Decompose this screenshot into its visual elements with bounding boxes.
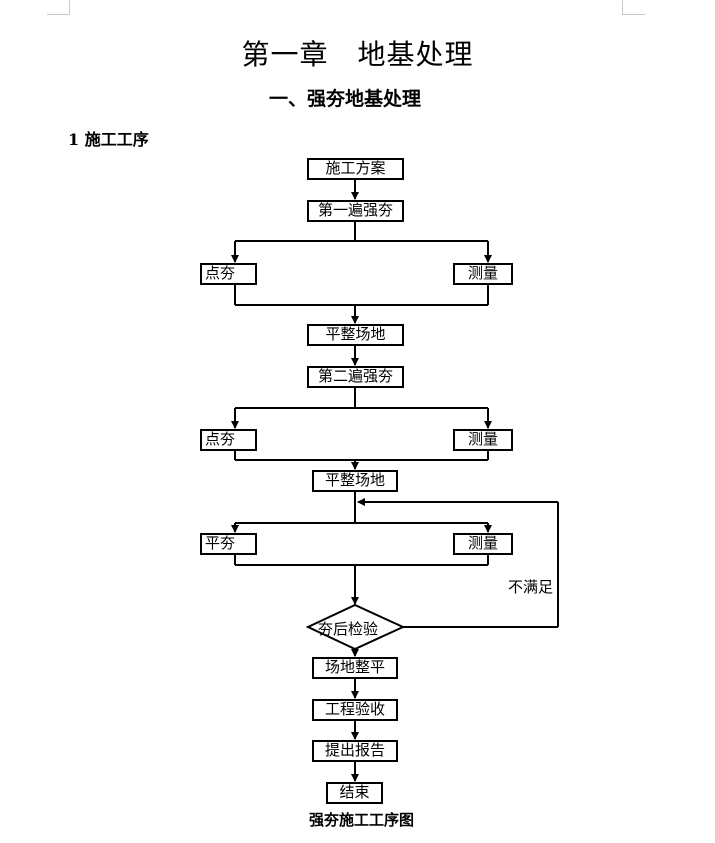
- subsection-heading: 1 施工工序: [68, 130, 149, 149]
- flow-step-first-compaction: 第一遍强夯: [307, 200, 404, 222]
- flow-step-flat-tamping: 平夯: [200, 533, 257, 555]
- flow-step-plan: 施工方案: [307, 158, 404, 180]
- figure-caption: 强夯施工工序图: [308, 811, 414, 829]
- page-corner-mark-left: [47, 0, 70, 15]
- page-corner-mark-right: [622, 0, 645, 15]
- loop-condition-label: 不满足: [508, 578, 554, 596]
- decision-diamond: [305, 603, 406, 651]
- flow-step-acceptance: 工程验收: [312, 699, 398, 721]
- flow-step-report: 提出报告: [312, 740, 398, 762]
- flow-step-level-site-1: 平整场地: [307, 324, 404, 346]
- flow-step-level-site-2: 平整场地: [312, 470, 398, 492]
- flow-step-survey-1: 测量: [453, 263, 513, 285]
- flow-step-point-tamping-2: 点夯: [200, 429, 257, 451]
- flow-step-survey-3: 测量: [453, 533, 513, 555]
- flow-step-point-tamping-1: 点夯: [200, 263, 257, 285]
- flow-step-survey-2: 测量: [453, 429, 513, 451]
- decision-label: 夯后检验: [318, 620, 379, 638]
- flow-step-end: 结束: [326, 782, 383, 804]
- flow-step-site-grading: 场地整平: [312, 657, 398, 679]
- flow-step-second-compaction: 第二遍强夯: [307, 366, 404, 388]
- chapter-title: 第一章 地基处理: [241, 38, 474, 71]
- section-heading: 一、强夯地基处理: [268, 88, 421, 110]
